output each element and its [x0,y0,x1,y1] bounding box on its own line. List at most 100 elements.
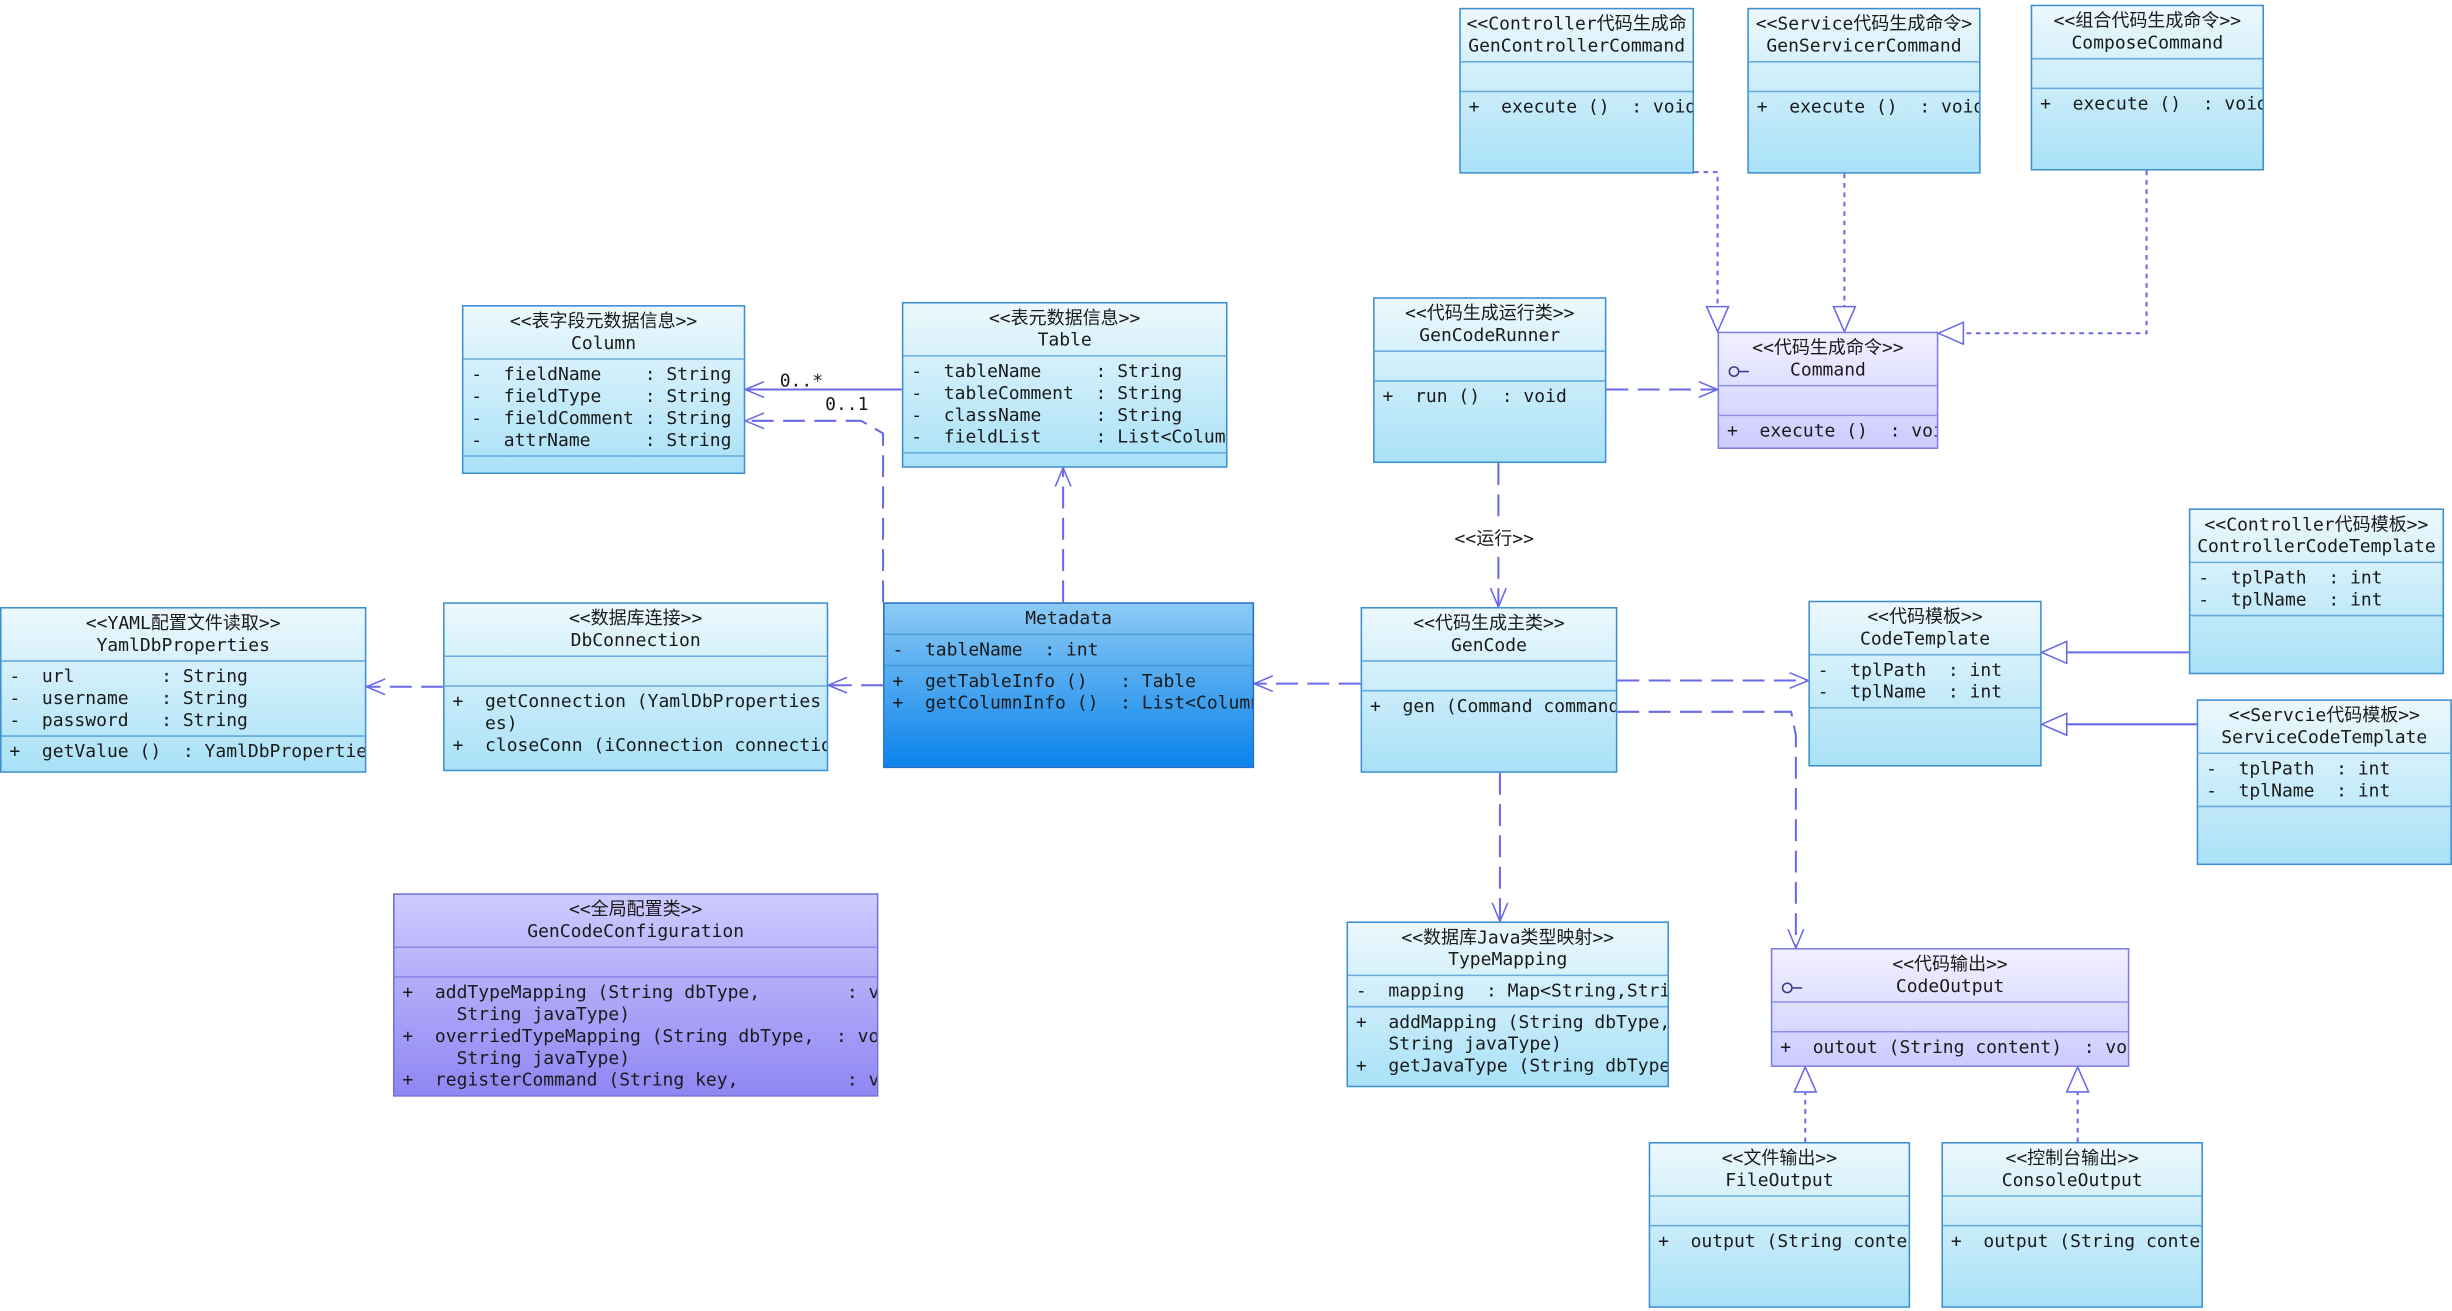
class-header: <<表元数据信息>>Table [903,303,1226,357]
attribute-row: - tplName : int [2206,779,2391,801]
class-stereotype: <<全局配置类>> [568,897,703,920]
interface-code-output[interactable]: <<代码输出>>CodeOutput + outout (String conte… [1770,948,2130,1067]
operations-compartment: + addTypeMapping (String dbType, : void … [395,978,879,1095]
attributes-compartment [1772,1003,2128,1033]
operation-row: + getConnection (YamlDbProperties pr [452,689,829,712]
operations-compartment: + getTableInfo () : Table+ getColumnInfo… [885,666,1255,718]
operation-row: + outout (String content) : void [1780,1035,2130,1058]
operations-compartment: + execute () : void [1719,416,1937,446]
class-console-output[interactable]: <<控制台输出>>ConsoleOutput + output (String c… [1941,1142,2203,1308]
attributes-compartment [1748,63,1980,93]
attribute-row: - password : String [9,708,248,731]
interface-lollipop-icon [1728,366,1751,378]
class-gen-code-configuration[interactable]: <<全局配置类>>GenCodeConfiguration+ addTypeMa… [392,893,879,1097]
class-table[interactable]: <<表元数据信息>>Table- tableName : String- tab… [901,301,1228,468]
operations-compartment: + getValue () : YamlDbProperties [2,737,367,767]
class-gen-servicer-command[interactable]: <<Service代码生成命令>GenServicerCommand+ exec… [1747,7,1981,174]
operation-row: + execute () : void [2040,92,2265,115]
class-name: GenCode [1451,633,1527,656]
class-name: CodeTemplate [1859,627,1991,650]
class-yaml-db-properties[interactable]: <<YAML配置文件读取>>YamlDbProperties- url : St… [0,606,367,773]
class-name: GenControllerCommand [1468,34,1686,57]
class-stereotype: <<Controller代码模板>> [2204,513,2429,536]
class-header: <<表字段元数据信息>>Column [463,307,744,360]
operations-compartment: + execute () : void [2032,89,2262,119]
class-type-mapping[interactable]: <<数据库Java类型映射>>TypeMapping- mapping : Ma… [1346,921,1670,1088]
operations-compartment: + outout (String content) : void [1772,1033,2130,1063]
class-header: <<控制台输出>>ConsoleOutput [1943,1144,2202,1197]
class-stereotype: <<Controller代码生成命 [1466,12,1687,35]
attributes-compartment [2032,59,2263,90]
class-gen-code-runner[interactable]: <<代码生成运行类>>GenCodeRunner+ run () : void [1373,297,1607,464]
class-stereotype: <<表元数据信息>> [988,306,1141,329]
operations-compartment: + execute () : void [1749,92,1979,122]
operations-compartment: + run () : void [1375,382,1605,412]
attribute-row: - tableName : String [911,359,1183,382]
class-column[interactable]: <<表字段元数据信息>>Column- fieldName : String- … [461,305,746,475]
attributes-compartment: - tplPath : int- tplName : int [2190,563,2443,617]
class-stereotype: <<代码生成主类>> [1413,611,1565,634]
attribute-row: - fieldComment : String [471,406,732,429]
attribute-row: - tplPath : int [1817,658,2003,681]
class-name: GenCodeRunner [1419,323,1561,346]
class-header: <<代码模板>>CodeTemplate [1809,602,2041,656]
attribute-row: - url : String [9,664,248,687]
attribute-row: - fieldType : String [471,384,732,407]
class-gen-code[interactable]: <<代码生成主类>>GenCode + gen (Command command) [1360,606,1618,773]
attribute-row: - tplName : int [1817,680,2003,703]
class-stereotype: <<YAML配置文件读取>> [85,611,281,634]
operation-row: + addTypeMapping (String dbType, : void [402,980,879,1003]
operation-row: + getTableInfo () : Table [892,669,1196,692]
operation-row: + gen (Command command) [1369,694,1618,717]
operation-row: + getValue () : YamlDbProperties [9,739,367,762]
class-header: <<代码生成主类>>GenCode [1362,609,1616,662]
class-metadata[interactable]: Metadata - tableName : int + getTableInfo … [883,602,1255,769]
attributes-compartment: - tplPath : int- tplName : int [2198,754,2451,808]
class-stereotype: <<Service代码生成命令> [1755,12,1973,35]
attribute-row: - username : String [9,686,248,709]
operations-compartment [2198,807,2450,835]
operations-compartment: + addMapping (String dbType, String java… [1348,1007,1670,1081]
class-stereotype: <<代码输出>> [1892,952,2008,975]
class-stereotype: <<组合代码生成命令>> [2053,9,2242,32]
class-code-template[interactable]: <<代码模板>>CodeTemplate- tplPath : int- tpl… [1808,600,2042,767]
attributes-compartment [1650,1197,1909,1227]
attribute-row: - tplName : int [2198,588,2383,611]
operations-compartment [2190,616,2442,644]
attribute-row: - tableName : int [892,638,1099,661]
operation-row: + execute () : void [1468,95,1695,118]
class-header: <<数据库Java类型映射>>TypeMapping [1348,923,1668,977]
class-header: <<数据库连接>>DbConnection [444,604,827,658]
multiplicity-label: 0..* [779,369,824,392]
class-service-code-template[interactable]: <<Servcie代码模板>>ServiceCodeTemplate- tplP… [2196,699,2452,866]
class-header: <<代码生成命令>>Command [1719,333,1937,387]
class-db-connection[interactable]: <<数据库连接>>DbConnection + getConnection (Ya… [443,602,829,772]
operation-row: + run () : void [1382,384,1567,407]
attributes-compartment: - tableName : int [884,635,1253,667]
class-header: <<文件输出>>FileOutput [1650,1144,1909,1197]
attribute-row: - tplPath : int [2206,757,2391,780]
operation-row: + getColumnInfo () : List<Column> [892,691,1255,714]
operation-row: + addMapping (String dbType, [1355,1010,1670,1033]
operations-compartment [1810,709,2040,737]
class-file-output[interactable]: <<文件输出>>FileOutput+ output (String conte… [1648,1142,1911,1308]
class-controller-code-template[interactable]: <<Controller代码模板>>ControllerCodeTemplate… [2188,508,2445,675]
multiplicity-label: 0..1 [825,392,869,415]
attribute-row: - tplPath : int [2198,566,2383,589]
class-name: FileOutput [1725,1168,1834,1191]
class-name: CodeOutput [1895,974,2005,997]
attributes-compartment: - mapping : Map<String,String [1348,976,1668,1008]
class-name: ComposeCommand [2071,31,2224,54]
class-compose-command[interactable]: <<组合代码生成命令>>ComposeCommand + execute () :… [2030,4,2265,171]
operations-compartment: + execute () : void [1461,92,1693,122]
class-name: Metadata [1025,606,1112,629]
dependency-metadata-column [745,421,885,603]
class-header: <<Servcie代码模板>>ServiceCodeTemplate [2198,701,2451,755]
attributes-compartment: - url : String- username : String- passw… [1,662,365,737]
operations-compartment: + output (String content [1943,1226,2202,1256]
interface-lollipop-icon [1781,982,1804,994]
interface-command[interactable]: <<代码生成命令>>Command + execute () : void [1717,331,1939,449]
attribute-row: - attrName : String [471,428,732,451]
